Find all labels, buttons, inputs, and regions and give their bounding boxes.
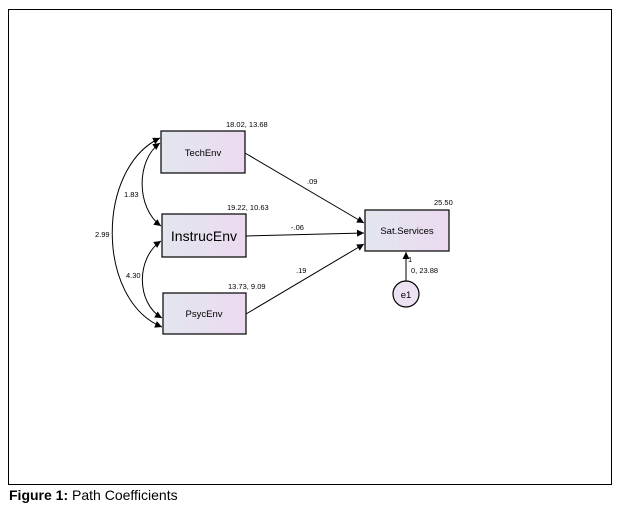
node-estimates-techenv: 18.02, 13.68: [226, 120, 268, 129]
path-instrucenv-satservices: [245, 229, 365, 237]
covariance-label-techenv-psycenv: 2.99: [95, 230, 110, 239]
covariance-label-techenv-instrucenv: 1.83: [124, 190, 139, 199]
node-psycenv: PsycEnv: [162, 292, 247, 335]
node-label-instrucenv: InstrucEnv: [171, 228, 237, 244]
node-label-satservices: Sat.Services: [380, 226, 434, 237]
node-instrucenv: InstrucEnv: [161, 213, 247, 258]
node-techenv: TechEnv: [160, 130, 246, 174]
path-label-instrucenv: -.06: [291, 223, 304, 232]
figure-caption: Figure 1: Path Coefficients: [9, 487, 178, 503]
node-satservices: Sat.Services: [364, 209, 450, 252]
node-estimates-satservices: 25.50: [434, 198, 453, 207]
path-label-psycenv: .19: [296, 266, 306, 275]
caption-label: Figure 1:: [9, 487, 69, 503]
node-estimates-instrucenv: 19.22, 10.63: [227, 203, 269, 212]
figure-frame: [8, 9, 612, 485]
node-label-techenv: TechEnv: [185, 148, 222, 159]
path-label-e1: 1: [408, 255, 412, 264]
covariance-label-instrucenv-psycenv: 4.30: [126, 271, 141, 280]
covariance-instrucenv-psycenv: [141, 240, 163, 319]
node-label-psycenv: PsycEnv: [186, 309, 223, 320]
node-label-e1: e1: [401, 290, 412, 301]
path-label-techenv: .09: [307, 177, 317, 186]
caption-text: Path Coefficients: [72, 487, 178, 503]
node-estimates-psycenv: 13.73, 9.09: [228, 282, 266, 291]
path-techenv-satservices: [244, 152, 365, 224]
covariance-techenv-psycenv: [111, 137, 163, 328]
node-e1: e1: [392, 280, 420, 308]
path-psycenv-satservices: [245, 243, 365, 315]
node-estimates-e1: 0, 23.88: [411, 266, 438, 275]
covariance-techenv-instrucenv: [141, 142, 162, 227]
